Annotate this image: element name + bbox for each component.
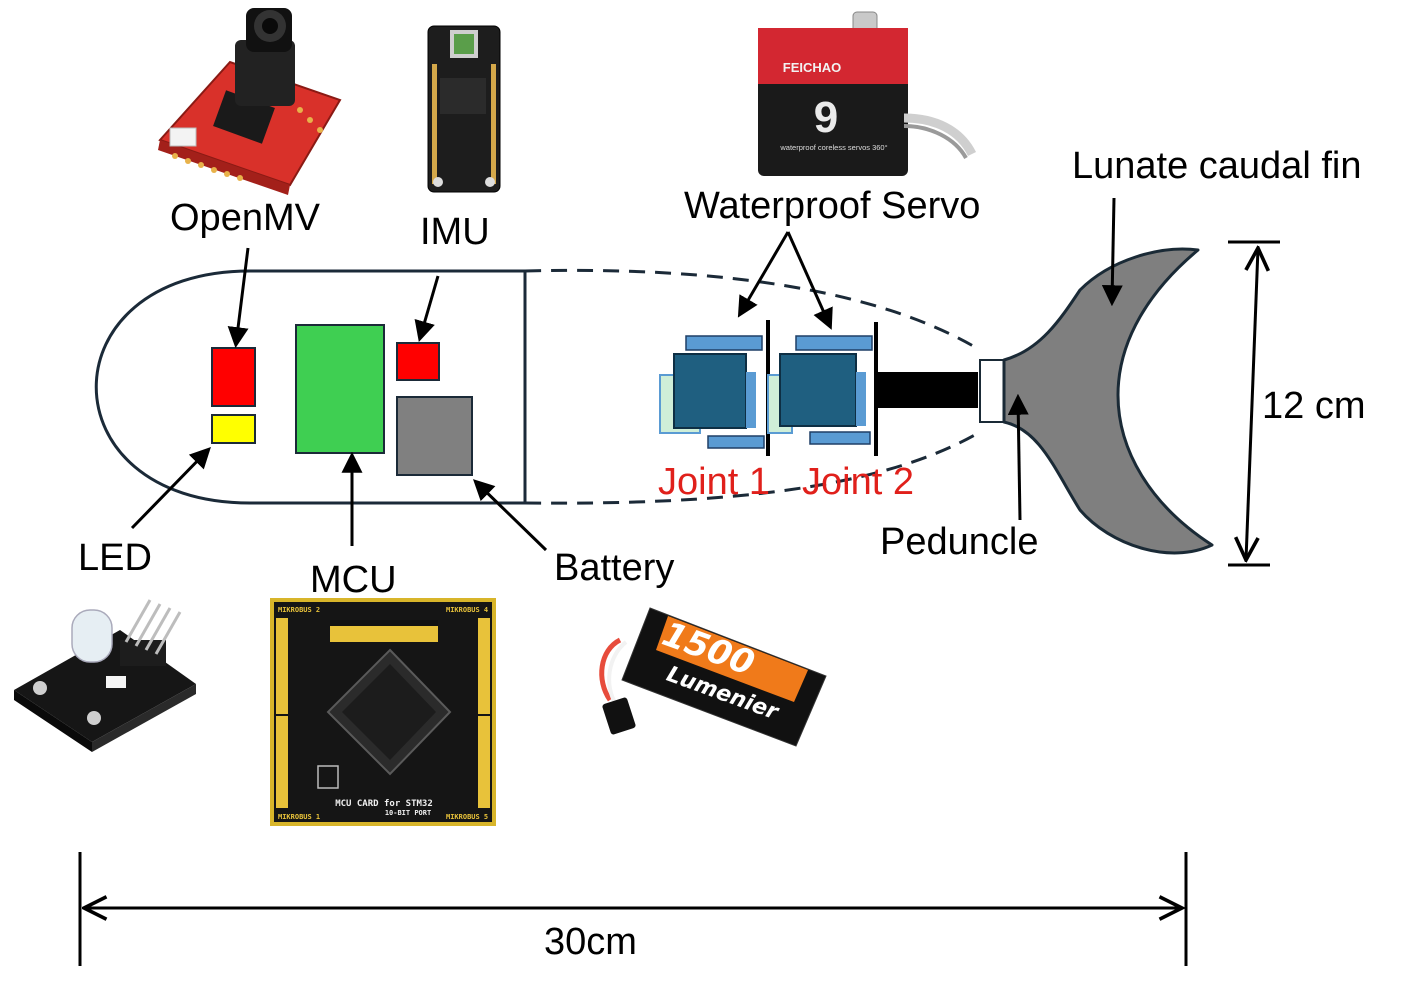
- arrow-servo-1: [737, 231, 790, 318]
- label-peduncle: Peduncle: [880, 521, 1038, 563]
- label-led: LED: [78, 537, 152, 579]
- label-waterproof-servo: Waterproof Servo: [684, 185, 980, 227]
- label-joint-2: Joint 2: [802, 461, 914, 503]
- mcu-card-mikrobus-bottom-left: MIKROBUS 1: [278, 813, 320, 821]
- label-length-dimension: 30cm: [544, 921, 637, 963]
- tail-dashed-upper: [524, 268, 981, 352]
- label-joint-1: Joint 1: [658, 461, 770, 503]
- led-block: [211, 414, 256, 444]
- mcu-card-mikrobus-top-right: MIKROBUS 4: [446, 606, 488, 614]
- label-mcu: MCU: [310, 559, 397, 601]
- arrow-led: [130, 446, 211, 530]
- arrow-peduncle: [1007, 393, 1029, 521]
- arrow-battery: [472, 479, 548, 552]
- callout-arrows: [130, 197, 1123, 552]
- label-lunate-caudal-fin: Lunate caudal fin: [1072, 145, 1361, 187]
- mcu-block: [295, 324, 385, 454]
- servo-joint-1: [659, 320, 770, 456]
- label-height-dimension: 12 cm: [1262, 385, 1365, 427]
- arrow-fin: [1101, 197, 1123, 307]
- label-battery: Battery: [554, 547, 674, 589]
- mcu-card-mikrobus-bottom-right: MIKROBUS 5: [446, 813, 488, 821]
- label-openmv: OpenMV: [170, 197, 321, 239]
- arrow-imu: [414, 275, 440, 343]
- servo-joint-2: [767, 322, 878, 456]
- imu-photo: [427, 25, 501, 193]
- tail-dashed-lower: [524, 430, 981, 505]
- battery-block: [396, 396, 473, 476]
- led-module-photo: [14, 599, 196, 752]
- openmv-photo: [158, 8, 342, 195]
- height-dimension-line: [1228, 240, 1280, 567]
- label-imu: IMU: [420, 211, 490, 253]
- length-dimension-line: [78, 852, 1188, 966]
- servo-brand-text: FEICHAO: [783, 60, 842, 75]
- servo-photo: FEICHAO 9 waterproof coreless servos 360…: [758, 11, 977, 176]
- openmv-block: [211, 347, 256, 407]
- servo-number-text: 9: [814, 93, 838, 142]
- arrow-servo-2: [786, 231, 833, 330]
- mcu-card-photo: MIKROBUS 2 MIKROBUS 4 MIKROBUS 1 MIKROBU…: [270, 598, 496, 826]
- mcu-card-title: MCU CARD for STM32: [335, 799, 433, 809]
- imu-block: [396, 342, 440, 381]
- caudal-fin: [979, 247, 1214, 555]
- mcu-card-subtitle: 10-BIT PORT: [385, 809, 431, 817]
- mcu-card-mikrobus-top-left: MIKROBUS 2: [278, 606, 320, 614]
- peduncle-rod: [878, 372, 978, 408]
- servo-caption-text: waterproof coreless servos 360°: [779, 143, 887, 152]
- battery-photo: 1500 Lumenier: [599, 607, 827, 747]
- arrow-openmv: [227, 247, 250, 349]
